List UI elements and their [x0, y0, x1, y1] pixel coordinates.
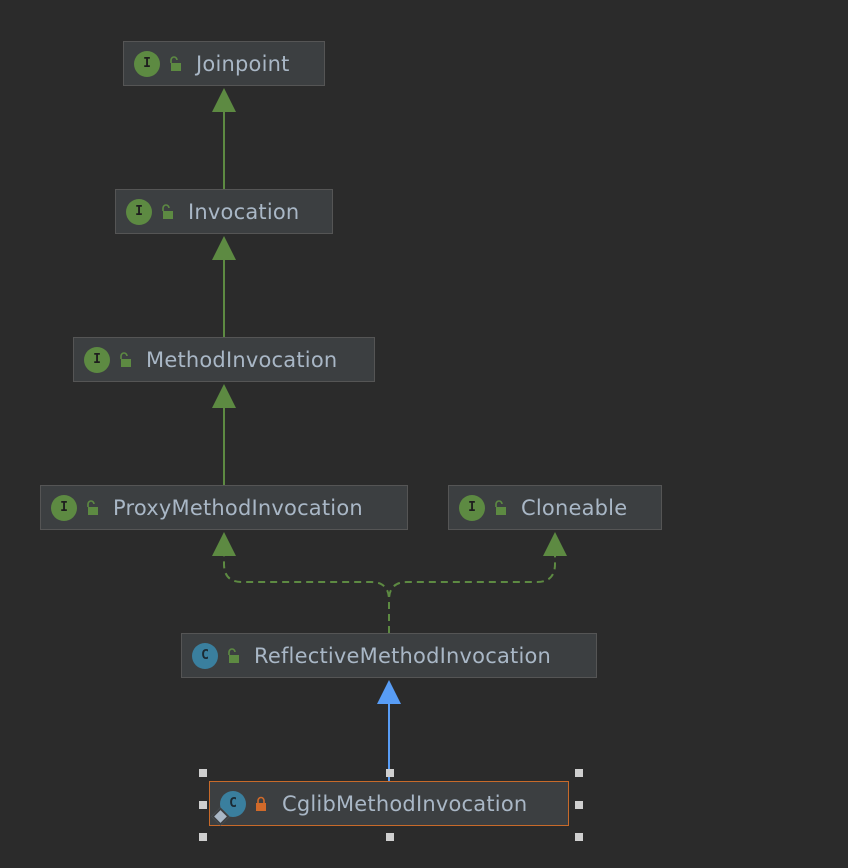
unlocked-icon [87, 499, 98, 515]
node-reflective-method-invocation[interactable]: C ReflectiveMethodInvocation [181, 633, 597, 678]
arrowhead-cloneable [543, 532, 567, 556]
node-cglib-method-invocation[interactable]: C CglibMethodInvocation [209, 781, 569, 826]
node-label: ReflectiveMethodInvocation [254, 643, 552, 668]
node-label: Invocation [188, 199, 300, 224]
node-label: CglibMethodInvocation [282, 791, 528, 816]
arrowhead-reflective [377, 680, 401, 704]
unlocked-icon [495, 499, 506, 515]
node-method-invocation[interactable]: I MethodInvocation [73, 337, 375, 382]
node-cloneable[interactable]: I Cloneable [448, 485, 662, 530]
abstract-mark-icon [211, 806, 230, 826]
node-label: ProxyMethodInvocation [113, 495, 363, 520]
node-label: MethodInvocation [146, 347, 338, 372]
arrowhead-methodinvocation [212, 384, 236, 408]
class-icon: C [192, 642, 218, 669]
class-badge-letter: C [229, 795, 237, 811]
unlocked-icon [228, 647, 239, 663]
arrowhead-invocation [212, 236, 236, 260]
resize-handle-bottom-right[interactable] [575, 833, 583, 841]
resize-handle-top-left[interactable] [199, 769, 207, 777]
interface-icon: I [51, 494, 77, 521]
abstract-class-icon: C [211, 790, 246, 826]
edge-reflective-cloneable [388, 554, 556, 633]
edge-reflective-proxy [223, 554, 390, 633]
unlocked-icon [170, 55, 181, 71]
resize-handle-middle-left[interactable] [199, 801, 207, 809]
interface-icon: I [134, 50, 160, 77]
node-label: Cloneable [521, 495, 628, 520]
arrowhead-proxy [212, 532, 236, 556]
interface-icon: I [84, 346, 110, 373]
resize-handle-bottom-middle[interactable] [386, 833, 394, 841]
arrowhead-joinpoint [212, 88, 236, 112]
interface-icon: I [459, 494, 485, 521]
resize-handle-top-middle[interactable] [386, 769, 394, 777]
locked-icon [256, 796, 266, 811]
node-label: Joinpoint [196, 51, 290, 76]
resize-handle-middle-right[interactable] [575, 801, 583, 809]
unlocked-icon [120, 351, 131, 367]
resize-handle-bottom-left[interactable] [199, 833, 207, 841]
interface-icon: I [126, 198, 152, 225]
node-invocation[interactable]: I Invocation [115, 189, 333, 234]
node-joinpoint[interactable]: I Joinpoint [123, 41, 325, 86]
node-proxy-method-invocation[interactable]: I ProxyMethodInvocation [40, 485, 408, 530]
resize-handle-top-right[interactable] [575, 769, 583, 777]
unlocked-icon [162, 203, 173, 219]
